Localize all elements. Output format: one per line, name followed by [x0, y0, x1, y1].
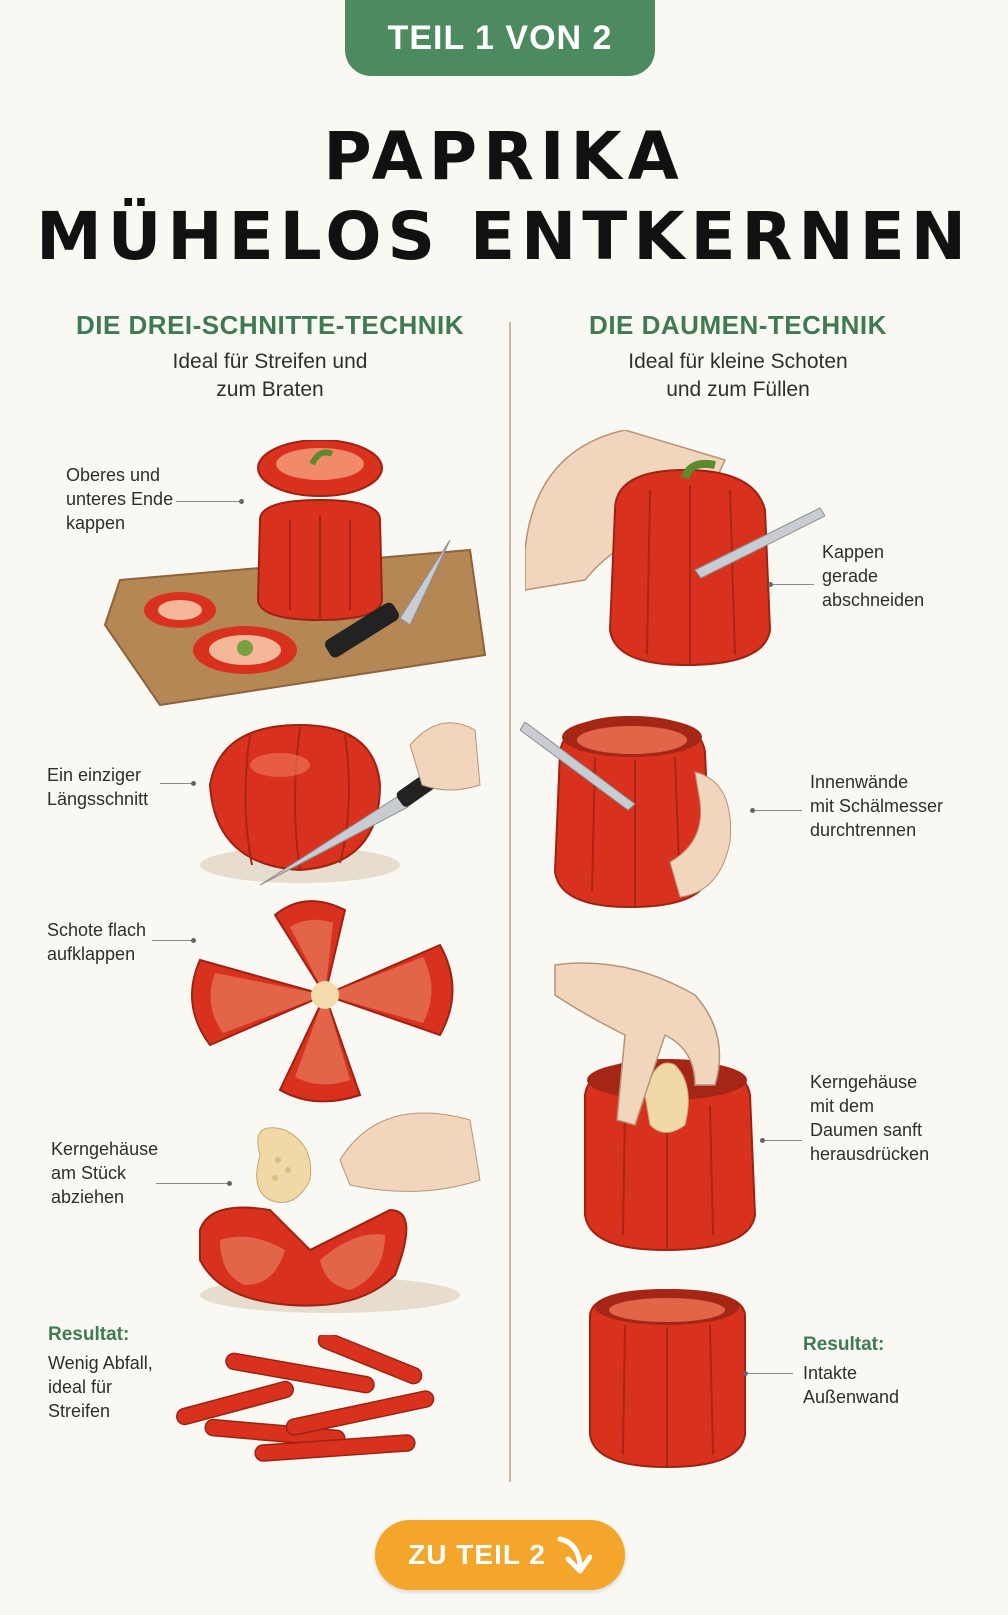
right-column-heading: DIE DAUMEN-TECHNIK — [589, 310, 887, 340]
illustration-paring-knife-walls — [520, 715, 732, 909]
leader-line — [760, 1138, 802, 1143]
right-column-subtitle: Ideal für kleine Schoten und zum Füllen — [628, 350, 848, 401]
leader-line — [152, 938, 196, 943]
leader-line — [743, 1371, 793, 1376]
leader-line — [156, 1181, 232, 1186]
step-label-right-2: Innenwände mit Schälmesser durchtrennen — [810, 772, 944, 840]
leader-line — [750, 808, 802, 813]
illustration-remove-core — [199, 1112, 481, 1313]
step-label-left-2: Ein einziger Längsschnitt — [47, 765, 149, 809]
illustration-cut-cap-straight — [525, 430, 825, 667]
illustration-cap-pepper — [103, 440, 487, 707]
right-result-title: Resultat: — [803, 1334, 885, 1355]
left-column-subtitle: Ideal für Streifen und zum Braten — [172, 350, 368, 401]
part-badge: TEIL 1 VON 2 — [345, 0, 655, 76]
left-result-title: Resultat: — [48, 1324, 130, 1345]
illustration-hollow-pepper — [589, 1288, 746, 1469]
right-result-text: Intakte Außenwand — [803, 1363, 900, 1407]
column-divider — [509, 322, 511, 1482]
arrow-down-right-icon — [557, 1536, 592, 1574]
step-label-right-1: Kappen gerade abschneiden — [822, 542, 925, 610]
step-label-left-4: Kerngehäuse am Stück abziehen — [51, 1139, 159, 1207]
leader-line — [768, 582, 814, 587]
leader-line — [160, 781, 196, 786]
left-result-text: Wenig Abfall, ideal für Streifen — [48, 1353, 153, 1421]
page-title-line-2: MÜHELOS ENTKERNEN — [36, 198, 972, 275]
page-title-line-1: PAPRIKA — [323, 118, 685, 195]
step-label-right-3: Kerngehäuse mit dem Daumen sanft herausd… — [810, 1072, 930, 1164]
leader-line — [176, 499, 244, 504]
illustration-lengthwise-cut — [200, 722, 481, 886]
illustration-pepper-flattened — [191, 900, 454, 1103]
illustration-thumb-press-core — [554, 962, 757, 1252]
step-label-left-3: Schote flach aufklappen — [47, 920, 147, 964]
step-label-left-1: Oberes und unteres Ende kappen — [66, 465, 174, 533]
left-column-heading: DIE DREI-SCHNITTE-TECHNIK — [75, 310, 465, 340]
next-part-label: ZU TEIL 2 — [408, 1539, 546, 1570]
next-part-button[interactable]: ZU TEIL 2 — [375, 1520, 625, 1590]
illustration-pepper-strips — [176, 1335, 435, 1462]
